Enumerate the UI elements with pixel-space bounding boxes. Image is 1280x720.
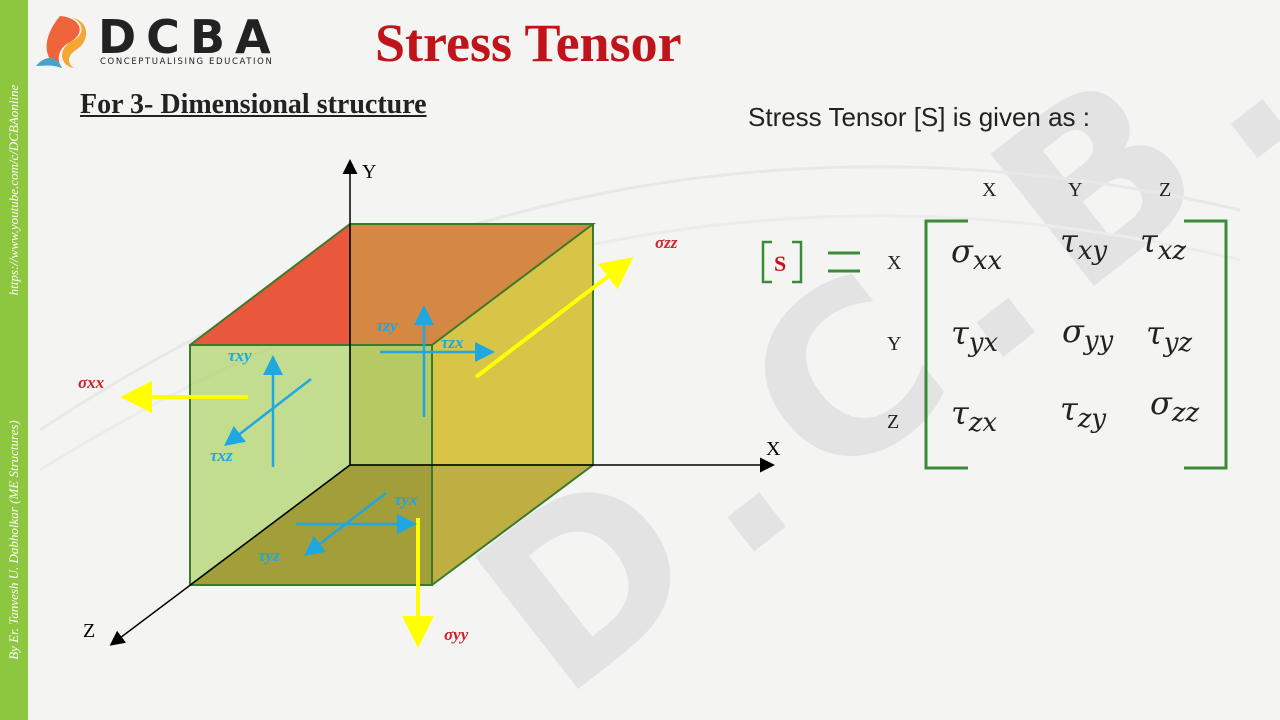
- svg-text:τyz: τyz: [1146, 314, 1192, 358]
- entry-2-3-sub: yz: [1163, 328, 1193, 358]
- tensor-intro-text: Stress Tensor [S] is given as :: [748, 102, 1090, 132]
- svg-text:σyy: σyy: [1062, 312, 1114, 356]
- col-header-z: Z: [1159, 179, 1171, 201]
- entry-1-2-symbol: τ: [1060, 222, 1079, 260]
- col-header-y: Y: [1068, 179, 1082, 201]
- entry-1-3-sub: xz: [1158, 236, 1187, 266]
- entry-2-3-symbol: τ: [1146, 314, 1165, 352]
- dcba-logo-icon: [36, 16, 87, 68]
- label-tau-yx: τyx: [394, 490, 418, 509]
- svg-text:σxx: σxx: [951, 232, 1003, 276]
- entry-1-1-sub: xx: [973, 246, 1003, 276]
- axis-label-y: Y: [362, 161, 376, 183]
- svg-text:τxy: τxy: [1060, 222, 1107, 266]
- svg-text:τxz: τxz: [1140, 222, 1186, 266]
- page-title: Stress Tensor: [375, 13, 682, 73]
- tensor-symbol: S: [774, 251, 786, 276]
- svg-text:τyx: τyx: [951, 314, 998, 358]
- entry-3-2-sub: zy: [1077, 404, 1107, 434]
- entry-2-2-sub: yy: [1083, 326, 1114, 356]
- label-tau-zx: τzx: [441, 333, 464, 352]
- col-header-x: X: [982, 179, 997, 201]
- svg-text:τzx: τzx: [951, 394, 997, 438]
- row-header-z: Z: [887, 411, 899, 433]
- sidebar-strip: [0, 0, 28, 720]
- row-header-x: X: [887, 252, 902, 274]
- shear-stress-arrows: [224, 305, 495, 557]
- s-brackets: [761, 240, 803, 284]
- entry-3-3-sub: zz: [1171, 398, 1200, 428]
- svg-text:σzz: σzz: [1150, 384, 1200, 428]
- entry-2-2-symbol: σ: [1062, 312, 1085, 350]
- entry-1-1-symbol: σ: [951, 232, 974, 270]
- entry-2-1-symbol: τ: [951, 314, 970, 352]
- entry-3-2-symbol: τ: [1060, 390, 1079, 428]
- label-sigma-zz: σzz: [655, 233, 678, 252]
- label-sigma-yy: σyy: [444, 625, 469, 644]
- entry-1-3-symbol: τ: [1140, 222, 1159, 260]
- row-header-y: Y: [887, 333, 901, 355]
- section-subtitle: For 3- Dimensional structure: [80, 89, 427, 120]
- logo-tagline: CONCEPTUALISING EDUCATION: [100, 57, 274, 67]
- matrix-brackets: [924, 219, 1228, 470]
- svg-text:τzy: τzy: [1060, 390, 1106, 434]
- axis-label-x: X: [766, 438, 781, 460]
- coordinate-axes: [109, 159, 775, 646]
- entry-1-2-sub: xy: [1078, 236, 1108, 266]
- entry-3-1-sub: zx: [968, 408, 998, 438]
- label-sigma-xx: σxx: [78, 373, 105, 392]
- label-tau-yz: τyz: [258, 546, 280, 565]
- logo-text: DCBA: [98, 10, 281, 64]
- label-tau-zy: τzy: [376, 316, 398, 335]
- equals-sign: [828, 251, 860, 273]
- entry-3-1-symbol: τ: [951, 394, 970, 432]
- axis-label-z: Z: [83, 620, 95, 642]
- normal-stress-arrows: [120, 257, 634, 648]
- label-tau-xy: τxy: [228, 346, 252, 365]
- entry-2-1-sub: yx: [968, 328, 999, 358]
- entry-3-3-symbol: σ: [1150, 384, 1173, 422]
- label-tau-xz: τxz: [210, 446, 233, 465]
